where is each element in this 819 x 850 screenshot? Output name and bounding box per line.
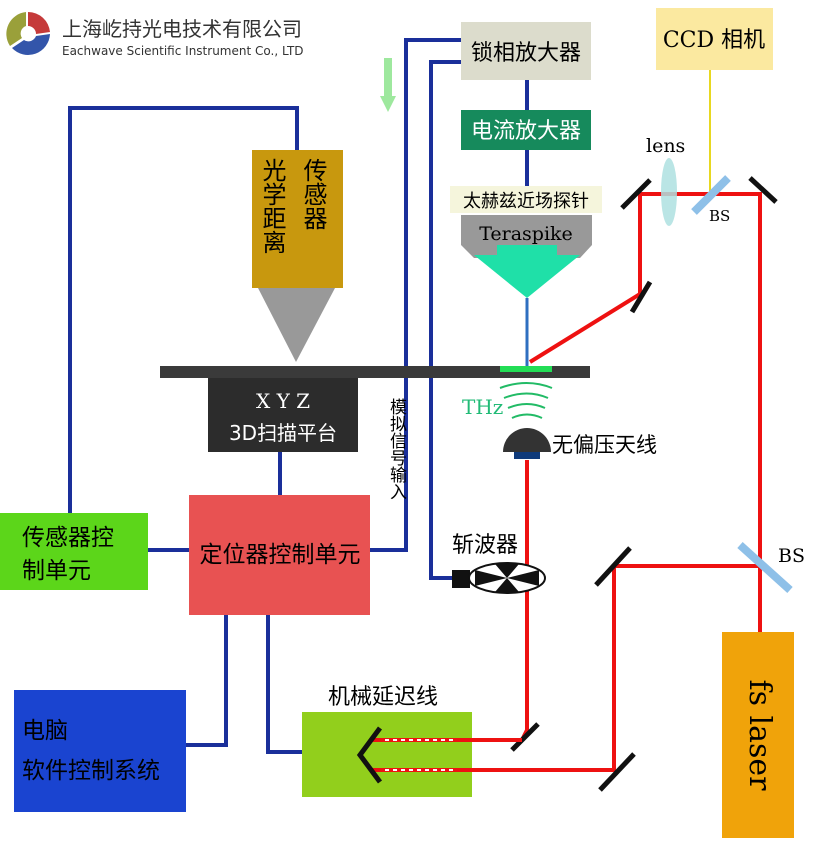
lens-label: lens (646, 135, 685, 157)
sensor-wire (68, 106, 299, 513)
mirror-icon (594, 546, 632, 587)
chopper-ref-wire (429, 60, 461, 580)
fs-laser-label: fs laser (742, 679, 777, 791)
mirror-icon (620, 178, 652, 210)
optical-distance-sensor-box (252, 150, 343, 288)
probe-label: 太赫兹近场探针 (463, 191, 589, 212)
xyz-stage-label-1: X Y Z (256, 389, 310, 413)
signal-direction-arrow-icon (380, 58, 396, 112)
current-amplifier-box (461, 110, 591, 150)
company-logo-icon (6, 11, 50, 55)
probe-model-label: Teraspike (479, 223, 573, 245)
antenna-label: 无偏压天线 (552, 433, 657, 457)
antenna-dome-icon (503, 428, 551, 452)
mirror-icon (510, 722, 540, 752)
probe-housing (461, 215, 592, 258)
company-name-en: Eachwave Scientific Instrument Co., LTD (62, 44, 304, 58)
beam-splitter-icon (737, 542, 793, 593)
xyz-stage-label-2: 3D扫描平台 (229, 421, 337, 445)
xyz-stage-box (208, 378, 358, 452)
fs-laser-box (722, 632, 794, 838)
ccd-camera-label: CCD 相机 (663, 28, 765, 53)
pc-label-2: 软件控制系统 (22, 758, 160, 784)
lockin-amplifier-box (461, 22, 591, 80)
chopper-wheel-icon (468, 562, 546, 594)
pc-wire (186, 615, 228, 747)
bs-top-label: BS (709, 207, 730, 225)
lockin-amplifier-label: 锁相放大器 (471, 41, 581, 66)
sensor-beam-cone (258, 288, 335, 362)
mirror-icon (629, 280, 653, 314)
mirrors (356, 176, 778, 792)
bs-bottom-label: BS (778, 545, 805, 567)
beam-splitter-icon (691, 175, 731, 215)
sample (500, 366, 552, 372)
pc-box (14, 690, 186, 812)
thz-label: THz (462, 395, 503, 419)
mirror-icon (748, 176, 778, 204)
current-amplifier-label: 电流放大器 (471, 119, 581, 144)
company-name-cn: 上海屹持光电技术有限公司 (62, 17, 302, 41)
thz-wave-icon (499, 382, 553, 419)
pc-label-1: 电脑 (22, 718, 68, 744)
sensor-label-col2: 传感器 (299, 158, 327, 230)
mirror-icon (598, 752, 636, 792)
laser-beam-path (368, 192, 762, 772)
analog-input-label: 模拟信号输入 (386, 398, 407, 500)
probe-tip (474, 245, 580, 298)
delay-wire (266, 615, 302, 754)
delay-line-label: 机械延迟线 (328, 685, 438, 710)
sensor-label-col1: 光学距离 (258, 158, 286, 254)
control-wires (68, 38, 529, 754)
sample-stage-plate (160, 366, 590, 378)
lens-icon (661, 158, 677, 226)
chopper-motor (452, 570, 470, 588)
sensor-controller-box (0, 513, 148, 590)
chopper-label: 斩波器 (452, 533, 518, 558)
positioner-controller-box (189, 495, 370, 615)
ccd-camera-box (656, 8, 773, 70)
delay-line-box (302, 712, 472, 797)
sensor-controller-label-1: 传感器控 (22, 525, 114, 551)
positioner-controller-label: 定位器控制单元 (200, 542, 361, 568)
sensor-controller-label-2: 制单元 (22, 558, 91, 584)
analog-input-wire (370, 38, 461, 552)
